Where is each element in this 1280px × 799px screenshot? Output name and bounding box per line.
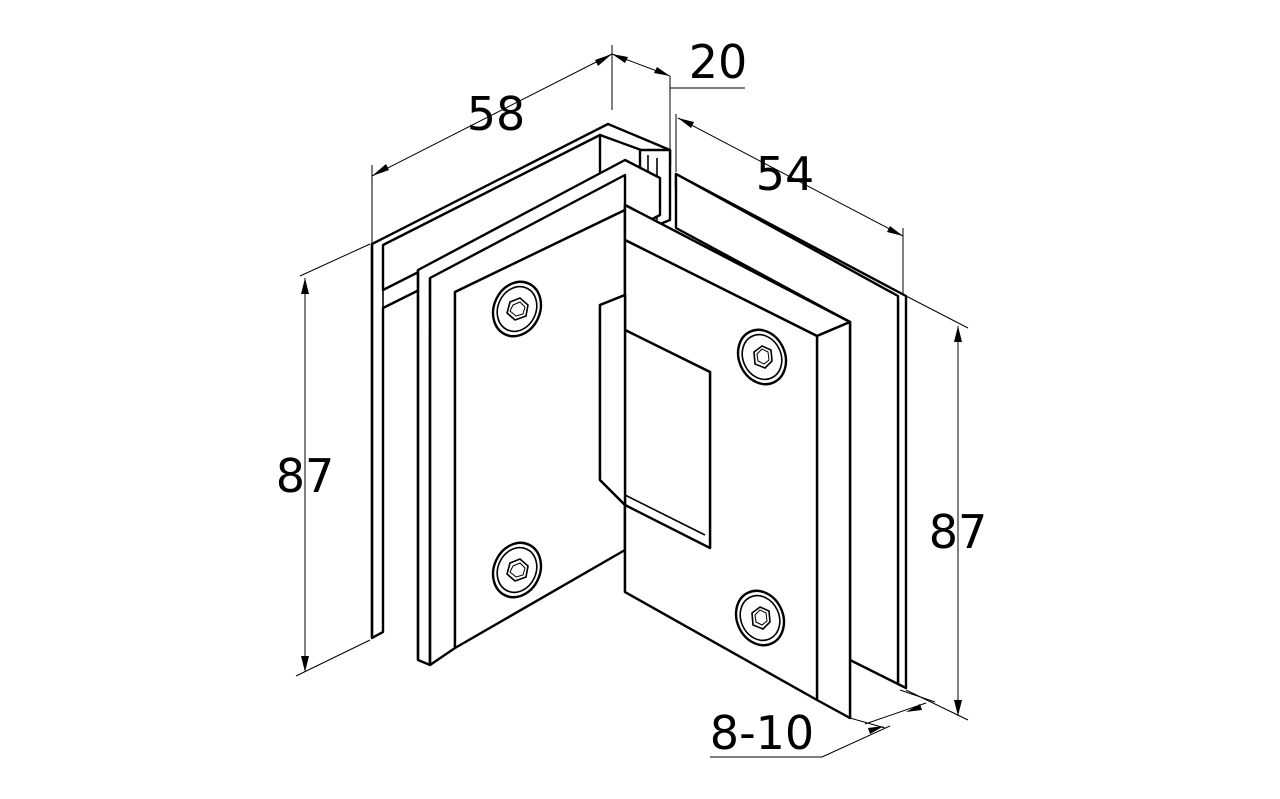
left-hinge-leaf (416, 158, 662, 667)
screw-top-right (736, 328, 788, 386)
dim-width-left: 58 (371, 45, 613, 244)
screw-bottom-right (734, 589, 786, 647)
dim-label-54: 54 (756, 147, 815, 201)
dim-label-87-right: 87 (929, 505, 988, 559)
dimension-lines: 58 20 54 87 (276, 35, 988, 760)
dim-label-20: 20 (689, 35, 748, 89)
hinge-knuckle (598, 293, 712, 550)
hinge-drawing (370, 122, 908, 720)
dim-height-right: 87 (905, 295, 988, 721)
screw-bottom-left (491, 541, 543, 599)
dim-label-87-left: 87 (276, 449, 335, 503)
dim-glass-thickness: 8-10 (710, 689, 936, 760)
dim-depth-top: 20 (611, 35, 748, 150)
dim-label-58: 58 (467, 87, 526, 141)
screw-top-left (491, 280, 543, 338)
dim-label-8-10: 8-10 (710, 706, 814, 760)
dim-width-right: 54 (675, 114, 904, 294)
dim-height-left: 87 (276, 243, 371, 677)
